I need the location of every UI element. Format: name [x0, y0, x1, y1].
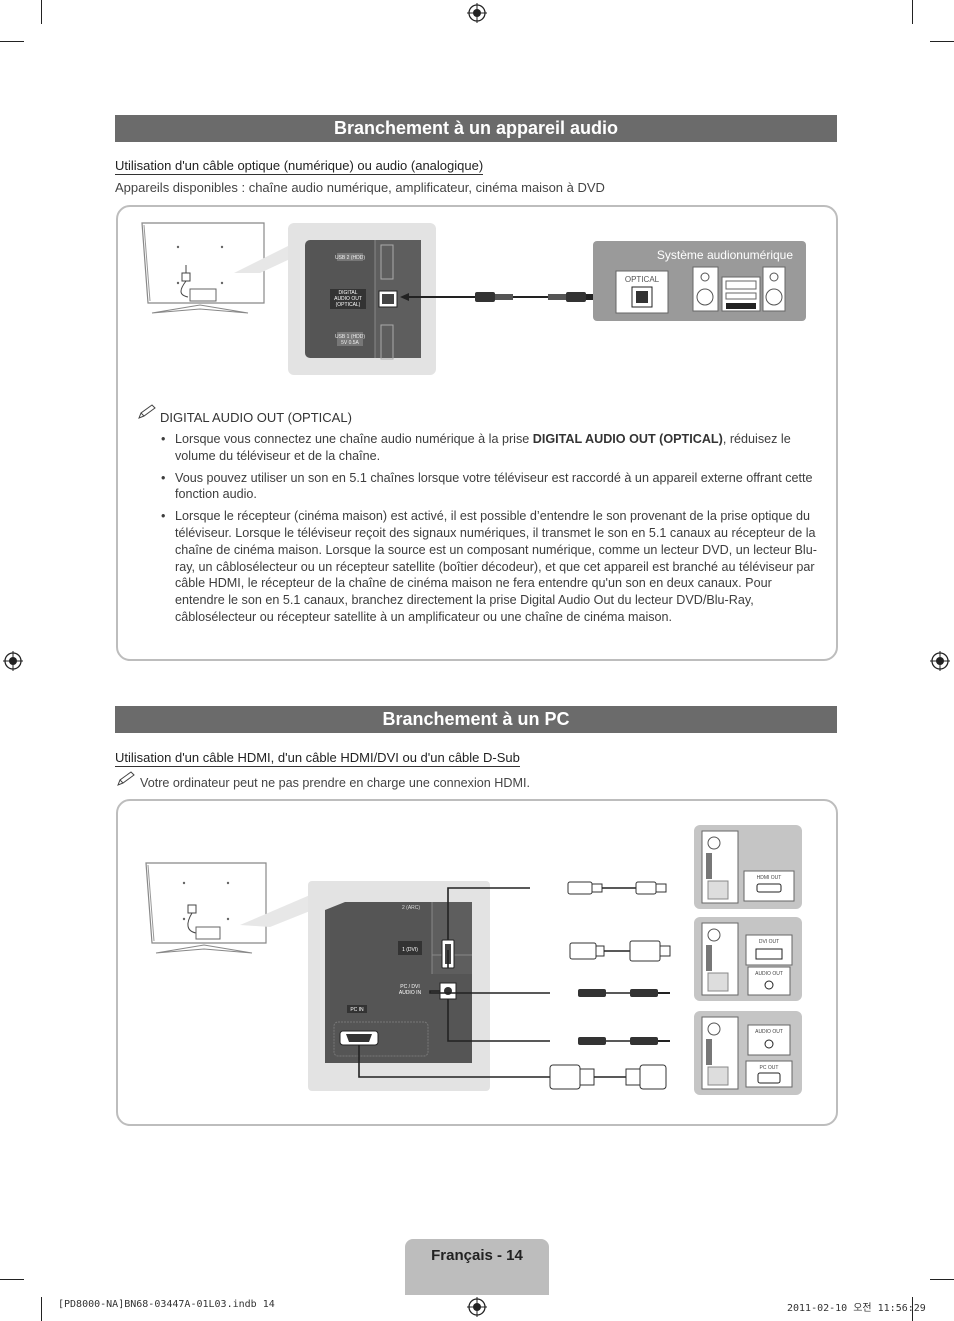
- pc-note: Votre ordinateur peut ne pas prendre en …: [140, 776, 530, 790]
- page-number-tab: Français - 14: [405, 1239, 549, 1295]
- audio-cable-icon: [578, 1037, 670, 1045]
- crop-mark: [912, 1297, 913, 1321]
- port-digital-line2: AUDIO OUT: [334, 296, 362, 302]
- audio-system-icon: [692, 266, 786, 312]
- crop-mark: [0, 1279, 24, 1280]
- port-usb1-label-2: 5V 0.5A: [341, 340, 359, 346]
- pc2-audio-out-label: AUDIO OUT: [755, 971, 783, 977]
- cable-lines: [358, 887, 550, 1078]
- port-digital-line1: DIGITAL: [338, 290, 357, 296]
- optical-label: OPTICAL: [625, 275, 660, 284]
- list-item: Vous pouvez utiliser un son en 5.1 chaîn…: [160, 470, 820, 504]
- pc3-pc-out-label: PC OUT: [760, 1065, 779, 1071]
- pc-connection-diagram: 2 (ARC) 1 (DVI) PC / DVI AUDIO IN PC IN: [145, 825, 802, 1095]
- port-usb2-label: USB 2 (HDD): [335, 255, 365, 261]
- available-devices: Appareils disponibles : chaîne audio num…: [115, 180, 605, 195]
- subheading-hdmi: Utilisation d'un câble HDMI, d'un câble …: [115, 750, 520, 767]
- hdmi-dvi-cable-icon: [569, 940, 671, 962]
- pc1-hdmi-out-label: HDMI OUT: [757, 875, 782, 881]
- system-audio-label: Système audionumérique: [657, 248, 793, 262]
- pc3-audio-out-label: AUDIO OUT: [755, 1029, 783, 1035]
- hdmi-cable-icon: [567, 881, 667, 895]
- port-pcdvi-line2: AUDIO IN: [399, 990, 422, 996]
- crop-mark: [41, 1297, 42, 1321]
- audio-connection-diagram: USB 2 (HDD) DIGITAL AUDIO OUT (OPTICAL) …: [141, 222, 806, 375]
- port-usb1-label-1: USB 1 (HDD): [335, 334, 365, 340]
- crop-mark: [930, 41, 954, 42]
- port-pcin-label: PC IN: [350, 1007, 364, 1013]
- registration-mark-icon: [930, 651, 950, 671]
- crop-mark: [0, 41, 24, 42]
- port-pcdvi-line1: PC / DVI: [400, 984, 419, 990]
- optical-cable-icon: [400, 292, 596, 302]
- registration-mark-icon: [467, 1297, 487, 1317]
- tv-back-icon: [141, 222, 290, 314]
- subheading-optical: Utilisation d'un câble optique (numériqu…: [115, 158, 484, 175]
- crop-mark: [41, 0, 42, 24]
- dsub-cable-icon: [549, 1064, 667, 1090]
- port-digital-line3: (OPTICAL): [336, 302, 361, 308]
- note-title: DIGITAL AUDIO OUT (OPTICAL): [160, 410, 352, 425]
- section-title-pc: Branchement à un PC: [115, 706, 837, 733]
- list-item: Lorsque le récepteur (cinéma maison) est…: [160, 508, 820, 626]
- crop-mark: [930, 1279, 954, 1280]
- registration-mark-icon: [467, 3, 487, 23]
- list-item: Lorsque vous connectez une chaîne audio …: [160, 431, 820, 465]
- audio-cable-icon: [578, 989, 670, 997]
- section-title-audio: Branchement à un appareil audio: [115, 115, 837, 142]
- port-hdmi1-label: 1 (DVI): [402, 947, 418, 953]
- registration-mark-icon: [3, 651, 23, 671]
- audio-notes-list: Lorsque vous connectez une chaîne audio …: [160, 431, 820, 631]
- tv-back-icon: [145, 862, 310, 954]
- crop-mark: [912, 0, 913, 24]
- note-pencil-icon: [117, 771, 135, 786]
- pc2-dvi-out-label: DVI OUT: [759, 939, 779, 945]
- imprint-timestamp: 2011-02-10 오전 11:56:29: [787, 1303, 926, 1314]
- note-pencil-icon: [138, 404, 156, 419]
- port-hdmi2-label: 2 (ARC): [402, 905, 420, 911]
- imprint-file: [PD8000-NA]BN68-03447A-01L03.indb 14: [58, 1299, 275, 1310]
- pc-dsub-icon: AUDIO OUT PC OUT: [694, 1011, 802, 1095]
- pc-hdmi-icon: HDMI OUT: [694, 825, 802, 909]
- pc-dvi-icon: DVI OUT AUDIO OUT: [694, 917, 802, 1001]
